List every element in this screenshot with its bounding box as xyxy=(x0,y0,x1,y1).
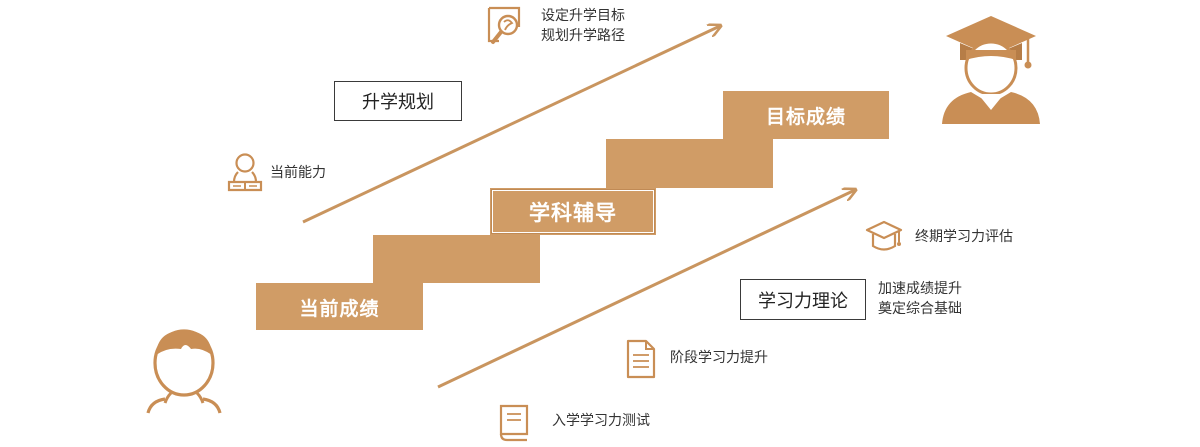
set-goal-note: 设定升学目标 xyxy=(541,8,625,24)
learning-power-theory-box: 学习力理论 xyxy=(740,279,866,320)
search-doc-icon xyxy=(487,6,521,44)
admission-planning-box: 升学规划 xyxy=(334,81,462,121)
step-1 xyxy=(256,283,423,330)
upper-arrow xyxy=(302,26,720,224)
accelerate-note: 加速成绩提升 xyxy=(878,281,962,297)
reader-icon xyxy=(227,153,263,192)
stage-improve-note: 阶段学习力提升 xyxy=(670,350,768,366)
current-ability-note: 当前能力 xyxy=(270,165,326,181)
step-4 xyxy=(606,139,773,188)
final-eval-note: 终期学习力评估 xyxy=(915,229,1013,245)
target-score-label: 目标成绩 xyxy=(765,105,846,128)
mortarboard-icon xyxy=(865,220,903,251)
step-5 xyxy=(723,91,889,139)
graduate-cap-icon xyxy=(942,16,1040,124)
step-3 xyxy=(490,188,656,235)
student-face-icon xyxy=(146,329,222,414)
current-score-label: 当前成绩 xyxy=(299,297,380,320)
document-icon xyxy=(626,339,656,379)
entry-test-note: 入学学习力测试 xyxy=(552,413,650,429)
foundation-note: 奠定综合基础 xyxy=(878,301,962,317)
book-icon xyxy=(499,404,529,442)
step-2 xyxy=(373,235,540,283)
plan-path-note: 规划升学路径 xyxy=(541,28,625,44)
lower-arrow xyxy=(437,190,855,389)
subject-tutoring-label: 学科辅导 xyxy=(491,189,655,234)
